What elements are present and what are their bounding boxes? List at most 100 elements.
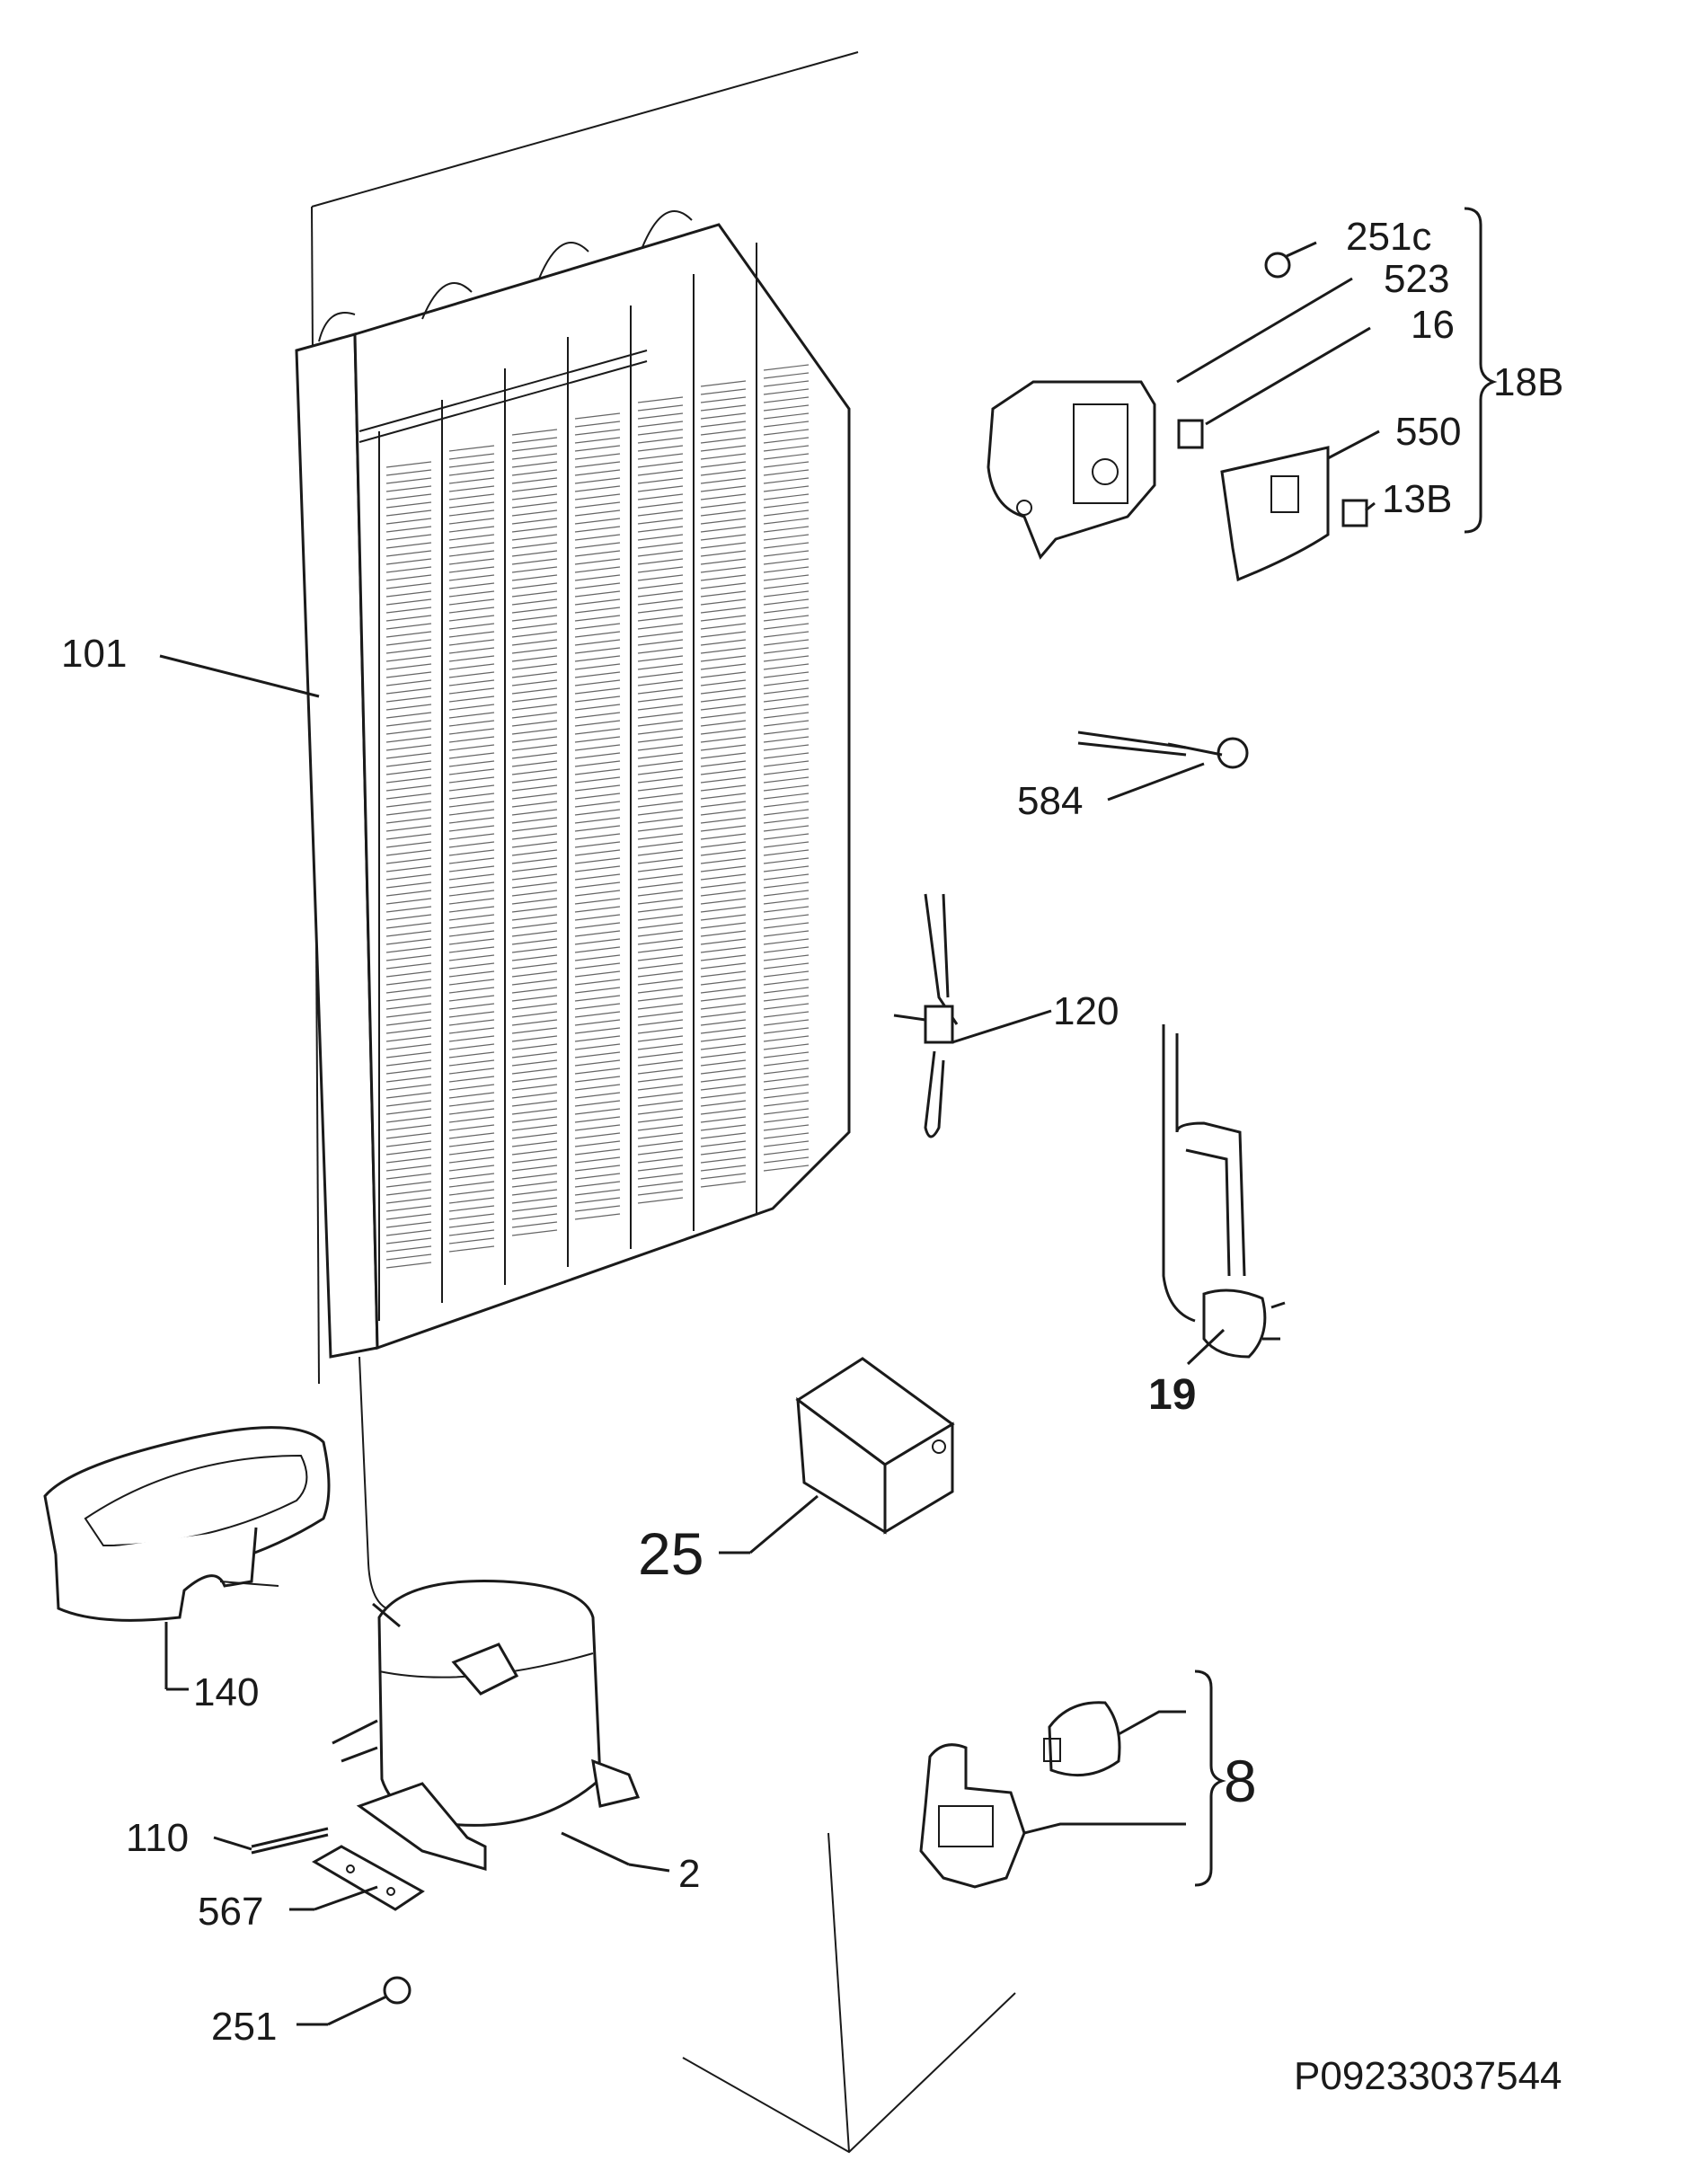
condenser-fin-hatch (448, 825, 495, 832)
condenser-fin-hatch (385, 477, 432, 484)
condenser-fin-hatch (448, 1124, 495, 1131)
condenser-fin-hatch (763, 558, 810, 565)
condenser-fin-hatch (637, 437, 684, 444)
condenser-fin-hatch (637, 962, 684, 970)
condenser-fin-hatch (700, 865, 747, 872)
condenser-fin-hatch (700, 1003, 747, 1010)
condenser-fin-hatch (448, 841, 495, 848)
condenser-fin-hatch (574, 558, 621, 565)
condenser-fin-hatch (574, 987, 621, 994)
condenser-fin-hatch (448, 1189, 495, 1196)
condenser-fin-hatch (637, 857, 684, 864)
condenser-fin-hatch (700, 679, 747, 686)
condenser-fin-hatch (574, 914, 621, 921)
condenser-fin-hatch (637, 412, 684, 420)
condenser-fin-hatch (574, 865, 621, 872)
condenser-fin-hatch (637, 1197, 684, 1204)
condenser-fin-hatch (700, 809, 747, 816)
condenser-fin-hatch (448, 995, 495, 1002)
condenser-fin-hatch (574, 1092, 621, 1099)
condenser-fin-hatch (448, 776, 495, 784)
condenser-fin-hatch (574, 752, 621, 759)
condenser-fin-hatch (637, 736, 684, 743)
condenser-fin-hatch (385, 1213, 432, 1220)
condenser-fin-hatch (385, 970, 432, 978)
condenser-fin-hatch (574, 898, 621, 905)
condenser-fin-hatch (574, 1027, 621, 1034)
condenser-fin-hatch (574, 833, 621, 840)
condenser-fin-hatch (385, 906, 432, 913)
condenser-fin-hatch (448, 1011, 495, 1018)
condenser-fin-hatch (763, 1035, 810, 1042)
condenser-fin-hatch (763, 712, 810, 719)
condenser-fin-hatch (511, 687, 558, 695)
condenser-fin-hatch (385, 833, 432, 840)
condenser-fin-hatch (637, 776, 684, 784)
condenser-fin-hatch (763, 849, 810, 856)
condenser-fin-hatch (763, 1116, 810, 1123)
condenser-fin-hatch (637, 631, 684, 638)
condenser-fin-hatch (574, 712, 621, 719)
condenser-fin-hatch (763, 639, 810, 646)
condenser-fin-hatch (511, 1140, 558, 1147)
condenser-fin-hatch (574, 1108, 621, 1115)
condenser-fin-hatch (448, 1229, 495, 1236)
condenser-fin-hatch (385, 509, 432, 517)
condenser-fin-hatch (637, 615, 684, 622)
condenser-fin-hatch (763, 857, 810, 864)
condenser-fin-hatch (511, 914, 558, 921)
condenser-fin-hatch (637, 987, 684, 994)
condenser-fin-hatch (574, 623, 621, 630)
condenser-fin-hatch (511, 453, 558, 460)
condenser-fin-hatch (574, 509, 621, 517)
condenser-fin-hatch (763, 995, 810, 1002)
condenser-fin-hatch (511, 437, 558, 444)
condenser-fin-hatch (700, 744, 747, 751)
label-251: 251 (211, 2005, 277, 2049)
condenser-fin-hatch (637, 1076, 684, 1083)
condenser-fin-hatch (511, 647, 558, 654)
condenser-fin-hatch (763, 590, 810, 598)
condenser-fin-hatch (574, 655, 621, 662)
condenser-fin-hatch (763, 744, 810, 751)
condenser-fin-hatch (448, 518, 495, 525)
condenser-fin-hatch (448, 1076, 495, 1083)
condenser-fin-hatch (511, 639, 558, 646)
label-18B: 18B (1493, 360, 1563, 404)
condenser-fin-hatch (637, 930, 684, 937)
condenser-fin-hatch (385, 1084, 432, 1091)
condenser-fin-hatch (637, 801, 684, 808)
condenser-fin-hatch (511, 679, 558, 686)
condenser-fin-hatch (511, 429, 558, 436)
condenser-fin-hatch (574, 849, 621, 856)
condenser-fin-hatch (385, 679, 432, 686)
condenser-fin-hatch (385, 671, 432, 678)
condenser-fin-hatch (511, 590, 558, 598)
condenser-fin-hatch (574, 1148, 621, 1156)
condenser-fin-hatch (700, 695, 747, 703)
condenser-fin-hatch (574, 962, 621, 970)
condenser-fin-hatch (700, 801, 747, 808)
condenser-fin-hatch (700, 429, 747, 436)
condenser-fin-hatch (511, 857, 558, 864)
condenser-fin-hatch (511, 501, 558, 509)
condenser-fin-hatch (448, 898, 495, 905)
condenser-fin-hatch (700, 1051, 747, 1058)
condenser-fin-hatch (637, 720, 684, 727)
condenser-fin-hatch (448, 453, 495, 460)
condenser-fin-hatch (700, 987, 747, 994)
condenser-fin-hatch (763, 477, 810, 484)
condenser-fin-hatch (763, 704, 810, 711)
condenser-fin-hatch (637, 493, 684, 500)
condenser-fin-hatch (385, 914, 432, 921)
condenser-fin-hatch (511, 566, 558, 573)
condenser-fin-hatch (511, 1108, 558, 1115)
condenser-fin-hatch (700, 412, 747, 420)
condenser-fin-hatch (637, 1148, 684, 1156)
condenser-fin-hatch (637, 1156, 684, 1164)
condenser-fin-hatch (385, 1124, 432, 1131)
condenser-fin-hatch (763, 987, 810, 994)
condenser-fin-hatch (448, 1156, 495, 1164)
condenser-fin-hatch (385, 1237, 432, 1244)
condenser-fin-hatch (385, 542, 432, 549)
